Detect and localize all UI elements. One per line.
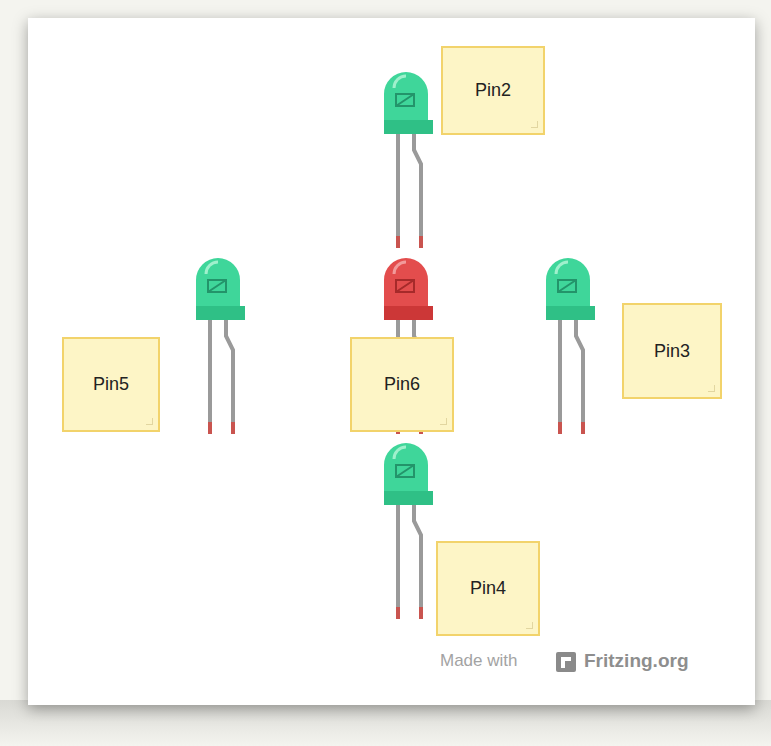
resize-grip: [531, 121, 538, 128]
led-left: [196, 258, 245, 434]
note-box: Pin5: [62, 337, 160, 432]
resize-grip: [440, 418, 447, 425]
note-box: Pin4: [436, 541, 540, 636]
fritzing-icon: [556, 652, 576, 672]
watermark-text: Fritzing.org: [584, 650, 688, 672]
pin-label: Pin6: [384, 374, 420, 395]
resize-grip: [708, 385, 715, 392]
note-box: Pin6: [350, 337, 454, 432]
pin-label: Pin2: [475, 80, 511, 101]
page-shadow: [0, 700, 771, 746]
note-box: Pin2: [441, 46, 545, 135]
resize-grip: [526, 622, 533, 629]
pin-label: Pin3: [654, 341, 690, 362]
resize-grip: [146, 418, 153, 425]
led-top: [384, 72, 433, 248]
pin-label: Pin4: [470, 578, 506, 599]
pin-label: Pin5: [93, 374, 129, 395]
watermark-text: Made with: [440, 651, 517, 671]
note-box: Pin3: [622, 303, 722, 399]
led-bottom: [384, 443, 433, 619]
led-right: [546, 258, 595, 434]
